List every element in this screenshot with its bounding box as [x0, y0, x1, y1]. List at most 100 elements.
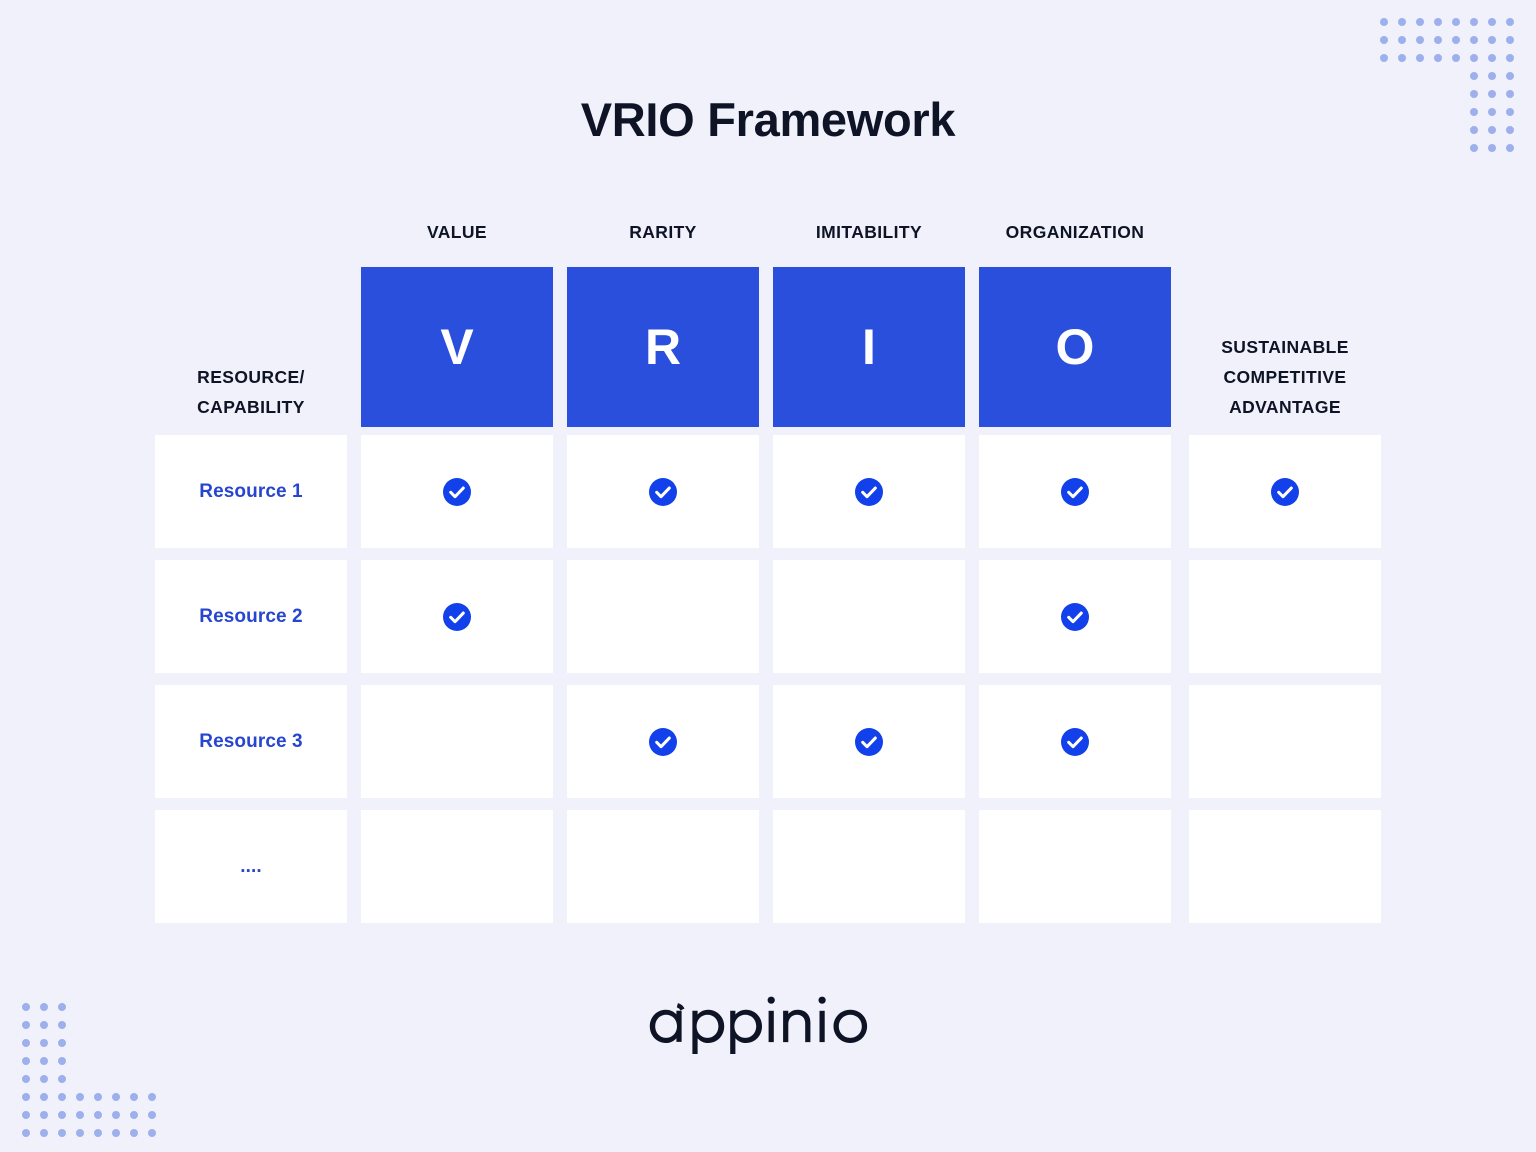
- row-header-line-1: RESOURCE/: [197, 367, 305, 387]
- decorative-dot: [1506, 72, 1514, 80]
- check-icon-value: [443, 602, 471, 631]
- decorative-dot: [1488, 54, 1496, 62]
- decorative-dot: [130, 1111, 138, 1119]
- matrix-cell-organization[interactable]: [979, 560, 1171, 673]
- decorative-dot: [1506, 36, 1514, 44]
- matrix-cell-rarity[interactable]: [567, 435, 759, 548]
- page-title: VRIO Framework: [580, 93, 956, 146]
- matrix-cell-rarity[interactable]: [567, 560, 759, 673]
- decorative-dot: [1434, 54, 1442, 62]
- check-icon-advantage: [1271, 477, 1299, 506]
- matrix-cell-imitability[interactable]: [773, 435, 965, 548]
- letter-box-i: I: [773, 267, 965, 427]
- decorative-dot: [1380, 36, 1388, 44]
- decorative-dot: [1488, 36, 1496, 44]
- decorative-dot: [1452, 36, 1460, 44]
- matrix-cell-value[interactable]: [361, 685, 553, 798]
- decorative-dot: [1506, 54, 1514, 62]
- decorative-dot: [1452, 18, 1460, 26]
- decorative-dot: [40, 1129, 48, 1137]
- decorative-dot: [148, 1129, 156, 1137]
- decorative-dot: [22, 1057, 30, 1065]
- decorative-dot: [40, 1111, 48, 1119]
- decorative-dot: [148, 1111, 156, 1119]
- decorative-dot: [40, 1075, 48, 1083]
- decorative-dot: [1434, 36, 1442, 44]
- matrix-row-label-cell[interactable]: Resource 3: [155, 685, 347, 798]
- letter-i: I: [862, 319, 876, 375]
- decorative-dot: [112, 1111, 120, 1119]
- decorative-dot: [76, 1129, 84, 1137]
- column-caption-value: VALUE: [426, 222, 487, 242]
- decorative-dot: [1506, 18, 1514, 26]
- letter-v: V: [440, 319, 474, 375]
- resource-label: ....: [240, 855, 262, 877]
- decorative-dot: [130, 1093, 138, 1101]
- decorative-dot: [1398, 36, 1406, 44]
- row-header-line-2: CAPABILITY: [197, 397, 305, 417]
- row-header-resource-capability: RESOURCE/ CAPABILITY: [155, 362, 347, 422]
- matrix-cell-organization[interactable]: [979, 435, 1171, 548]
- matrix-cell-advantage[interactable]: [1189, 435, 1381, 548]
- decorative-dot: [1470, 54, 1478, 62]
- outcome-header-line-2: COMPETITIVE: [1223, 367, 1347, 387]
- decorative-dot: [94, 1111, 102, 1119]
- outcome-header-line-3: ADVANTAGE: [1229, 397, 1341, 417]
- decorative-dot: [1488, 18, 1496, 26]
- decorative-dot: [58, 1093, 66, 1101]
- matrix-cell-advantage[interactable]: [1189, 685, 1381, 798]
- decorative-dot: [22, 1075, 30, 1083]
- decorative-dot: [1380, 18, 1388, 26]
- matrix-cell-organization[interactable]: [979, 685, 1171, 798]
- matrix-row-label-cell[interactable]: Resource 2: [155, 560, 347, 673]
- decorative-dot: [94, 1093, 102, 1101]
- matrix-cell-imitability[interactable]: [773, 560, 965, 673]
- decorative-dot: [1470, 36, 1478, 44]
- matrix-cell-value[interactable]: [361, 435, 553, 548]
- matrix-cell-imitability[interactable]: [773, 685, 965, 798]
- check-icon-organization: [1061, 477, 1089, 506]
- decorative-dot: [76, 1093, 84, 1101]
- matrix-row-label-cell[interactable]: Resource 1: [155, 435, 347, 548]
- matrix-cell-value[interactable]: [361, 560, 553, 673]
- decorative-dot: [1488, 72, 1496, 80]
- decorative-dot: [40, 1057, 48, 1065]
- check-icon-rarity: [649, 727, 677, 756]
- matrix-cell-advantage[interactable]: [1189, 810, 1381, 923]
- decorative-dot: [1398, 54, 1406, 62]
- letter-box-v: V: [361, 267, 553, 427]
- column-header-sustainable-competitive-advantage: SUSTAINABLE COMPETITIVE ADVANTAGE: [1189, 332, 1381, 422]
- matrix-cell-value[interactable]: [361, 810, 553, 923]
- letter-o: O: [1055, 319, 1095, 375]
- resource-label: Resource 2: [199, 605, 303, 627]
- decorative-dot: [58, 1057, 66, 1065]
- check-icon-organization: [1061, 602, 1089, 631]
- decorative-dot: [1452, 54, 1460, 62]
- outcome-header-line-1: SUSTAINABLE: [1221, 337, 1349, 357]
- matrix-row-label-cell[interactable]: ....: [155, 810, 347, 923]
- matrix-cell-imitability[interactable]: [773, 810, 965, 923]
- matrix-cell-rarity[interactable]: [567, 810, 759, 923]
- decorative-dot: [1416, 36, 1424, 44]
- decorative-dot: [112, 1093, 120, 1101]
- check-icon-value: [443, 477, 471, 506]
- matrix-cell-advantage[interactable]: [1189, 560, 1381, 673]
- letter-r: R: [644, 319, 682, 375]
- decorative-dot: [130, 1129, 138, 1137]
- matrix-cell-rarity[interactable]: [567, 685, 759, 798]
- matrix-cell-organization[interactable]: [979, 810, 1171, 923]
- decorative-dot: [1434, 18, 1442, 26]
- decorative-dot: [22, 1129, 30, 1137]
- letter-box-r: R: [567, 267, 759, 427]
- check-icon-rarity: [649, 477, 677, 506]
- appinio-logo: [0, 988, 1536, 1054]
- decorative-dot: [22, 1093, 30, 1101]
- decorative-dot: [1470, 72, 1478, 80]
- column-caption-imitability: IMITABILITY: [815, 222, 923, 242]
- decorative-dot: [76, 1111, 84, 1119]
- letter-box-o: O: [979, 267, 1171, 427]
- column-caption-rarity: RARITY: [629, 222, 697, 242]
- check-icon-imitability: [855, 477, 883, 506]
- resource-label: Resource 1: [199, 480, 303, 502]
- decorative-dot: [148, 1093, 156, 1101]
